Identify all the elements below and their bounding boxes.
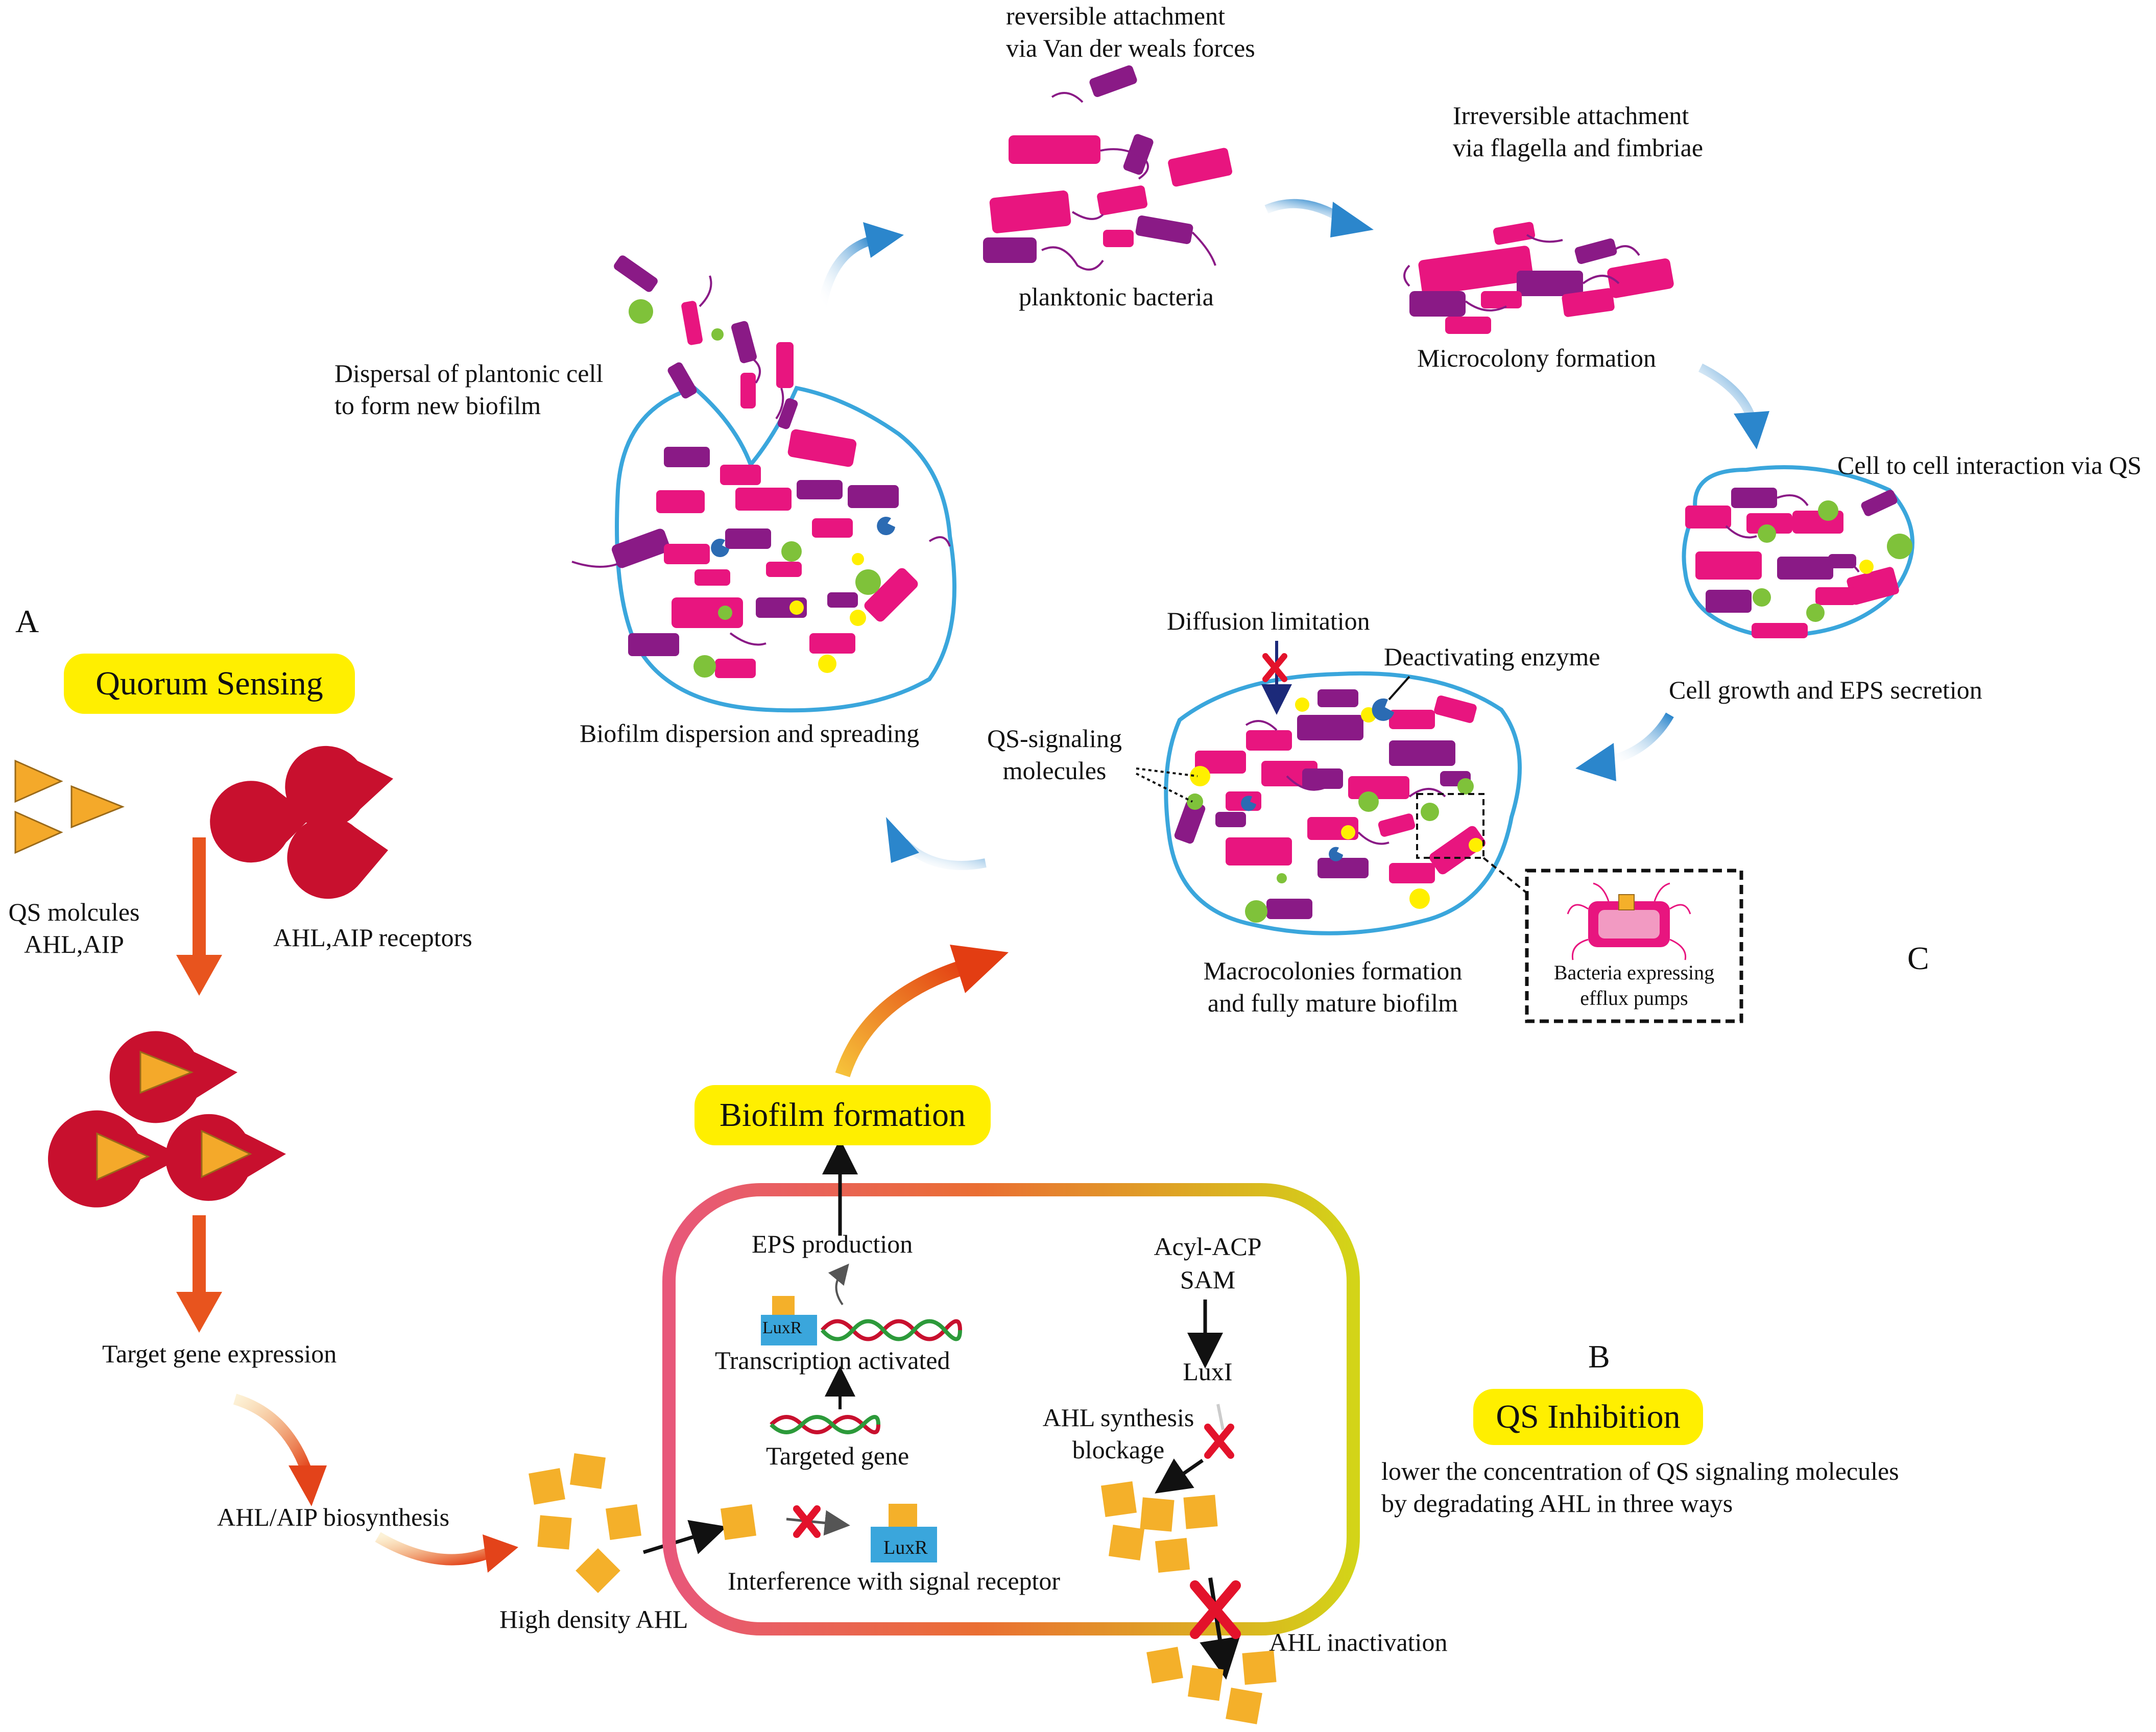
biofilm-formation-title: Biofilm formation (694, 1085, 991, 1145)
blue-arrow-plank-to-micro-head (1330, 202, 1374, 237)
microcolony-cluster (1403, 222, 1674, 334)
transcription-label: Transcription activated (715, 1346, 950, 1375)
down-arrow-2 (176, 1215, 222, 1333)
planktonic-bacteria-cluster (983, 65, 1233, 271)
red-x-interference (793, 1505, 821, 1538)
luxr-dna-complex (761, 1296, 962, 1345)
quorum-sensing-title: Quorum Sensing (64, 654, 355, 714)
qs-molecules-group (14, 759, 125, 854)
luxr-receptor-right (871, 1504, 937, 1562)
ahl-squares-inside-right (1100, 1481, 1218, 1573)
planktonic-bacteria-label: planktonic bacteria (1019, 282, 1214, 311)
blue-arrow-macro-to-dispersion (900, 839, 987, 870)
curved-arrow-biosynthesis (233, 1393, 312, 1473)
blue-arrow-micro-to-qs (1698, 363, 1756, 421)
acyl-acp-label: Acyl-ACP (1154, 1232, 1262, 1261)
receptors-group (210, 745, 393, 899)
cell-interaction-label: Cell to cell interaction via QS (1837, 451, 2142, 479)
dispersion-label: Biofilm dispersion and spreading (580, 719, 920, 748)
reversible-attachment-label: reversible attachment via Van der weals … (1006, 2, 1255, 62)
big-curved-arrow-up (835, 957, 973, 1077)
irreversible-attachment-label: Irreversible attachment via flagella and… (1453, 101, 1704, 162)
blue-arrow-macro-to-dispersion-head (886, 817, 919, 863)
blue-arrow-plank-to-micro (1264, 199, 1346, 224)
luxr-label-top: LuxR (762, 1318, 802, 1337)
big-curved-arrow-up-head (950, 945, 1009, 993)
luxr-label-bottom: LuxR (883, 1537, 928, 1558)
microcolony-label: Microcolony formation (1417, 344, 1656, 372)
sam-label: SAM (1180, 1265, 1236, 1294)
targeted-gene-label: Targeted gene (766, 1441, 909, 1470)
luxi-label: LuxI (1183, 1357, 1233, 1386)
target-gene-label: Target gene expression (102, 1339, 337, 1368)
eps-production-label: EPS production (752, 1230, 913, 1258)
blue-arrow-qs-to-macro-head (1575, 743, 1616, 781)
qs-molecules-label: QS molcules AHL,AIP (8, 898, 140, 958)
ahl-squares-outside (1146, 1647, 1277, 1724)
biosynthesis-label: AHL/AIP biosynthesis (217, 1503, 450, 1531)
red-x-inactivation (1190, 1580, 1241, 1639)
receptors-label: AHL,AIP receptors (273, 923, 472, 952)
inactivation-label: AHL inactivation (1269, 1628, 1448, 1656)
red-x-diffusion (1262, 653, 1287, 682)
qs-inhibition-title: QS Inhibition (1473, 1389, 1703, 1445)
efflux-highlight-box (1416, 793, 1484, 859)
qs-interaction-colony (1682, 465, 1914, 638)
targeted-gene-dna (770, 1415, 880, 1434)
blocked-arrow-interference (786, 1510, 850, 1536)
panel-letter-b: B (1588, 1338, 1610, 1375)
qs-inhibition-description: lower the concentration of QS signaling … (1381, 1457, 1899, 1518)
efflux-bacterium (1567, 882, 1691, 960)
red-x-synthesis (1204, 1424, 1234, 1459)
faded-arrow-luxi (1216, 1404, 1225, 1430)
efflux-zoom-line (1482, 857, 1538, 902)
blue-arrow-qs-to-macro (1607, 712, 1674, 765)
qs-signaling-label: QS-signaling molecules (987, 724, 1122, 785)
dispersal-label: Dispersal of plantonic cell to form new … (334, 359, 604, 420)
panel-letter-c: C (1907, 940, 1929, 976)
dispersing-cells (614, 255, 798, 429)
cell-growth-label: Cell growth and EPS secretion (1669, 676, 1982, 704)
bacterial-cell-outline (662, 1183, 1360, 1635)
mature-biofilm-colony (1164, 671, 1522, 935)
interference-label: Interference with signal receptor (728, 1567, 1061, 1595)
macrocolonies-label: Macrocolonies formation and fully mature… (1203, 956, 1463, 1017)
blue-arrow-dispersal-to-planktonic (818, 235, 875, 307)
curved-arrow-biosynthesis-head (289, 1465, 327, 1506)
enzyme-pointer (1388, 676, 1410, 701)
high-density-ahl-label: High density AHL (499, 1605, 688, 1633)
qs-signal-pointer-2 (1136, 773, 1193, 803)
receptor-complex-group (48, 1031, 286, 1208)
arrow-transcription-to-eps (828, 1263, 849, 1306)
high-density-ahl-squares (529, 1453, 642, 1593)
arrow-synthesis-to-squares (1155, 1458, 1204, 1494)
curved-arrow-to-ahl (375, 1532, 493, 1566)
blue-arrow-micro-to-qs-head (1734, 411, 1769, 449)
blue-arrow-dispersal-to-planktonic-head (863, 222, 904, 258)
dispersal-biofilm (571, 386, 956, 713)
synthesis-blockage-label: AHL synthesis blockage (1042, 1403, 1194, 1464)
efflux-pumps-label: Bacteria expressing efflux pumps (1553, 961, 1715, 1009)
diffusion-limitation-label: Diffusion limitation (1167, 607, 1370, 635)
deactivating-enzyme-label: Deactivating enzyme (1384, 642, 1600, 671)
panel-letter-a: A (15, 603, 39, 639)
down-arrow-1 (176, 837, 222, 996)
arrow-ahl-into-cell (642, 1520, 727, 1554)
qs-signal-pointer-1 (1136, 767, 1198, 777)
ahl-square-inside (720, 1504, 757, 1541)
curved-arrow-to-ahl-head (483, 1534, 518, 1573)
